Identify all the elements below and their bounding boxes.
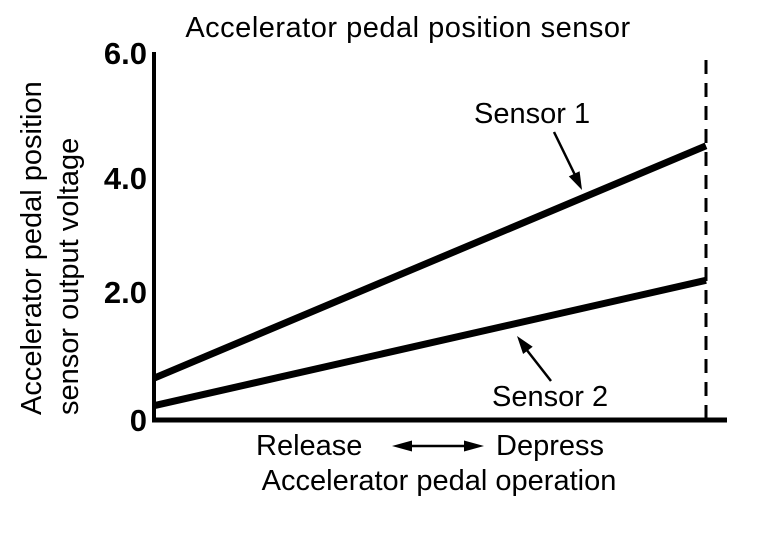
- y-tick-2: 2.0: [103, 275, 147, 310]
- sensor2-label: Sensor 2: [492, 381, 609, 413]
- y-axis-label-line2: sensor output voltage: [53, 137, 85, 415]
- sensor1-line: [152, 142, 708, 382]
- release-label: Release: [256, 430, 363, 462]
- y-axis-label: Accelerator pedal position sensor output…: [14, 25, 88, 415]
- sensor2-pointer-arrow: [517, 336, 552, 382]
- depress-label: Depress: [496, 430, 604, 462]
- release-depress-arrow: [392, 440, 484, 452]
- sensor2-line: [153, 276, 707, 410]
- y-tick-0: 0: [129, 403, 147, 438]
- y-tick-4: 4.0: [103, 161, 147, 196]
- sensor1-label: Sensor 1: [474, 98, 591, 130]
- sensor1-pointer-arrow: [552, 131, 582, 190]
- chart-title: Accelerator pedal position sensor: [185, 12, 631, 44]
- y-tick-6: 6.0: [103, 36, 147, 71]
- x-axis-label: Accelerator pedal operation: [261, 465, 617, 497]
- y-axis-label-line1: Accelerator pedal position: [16, 81, 48, 415]
